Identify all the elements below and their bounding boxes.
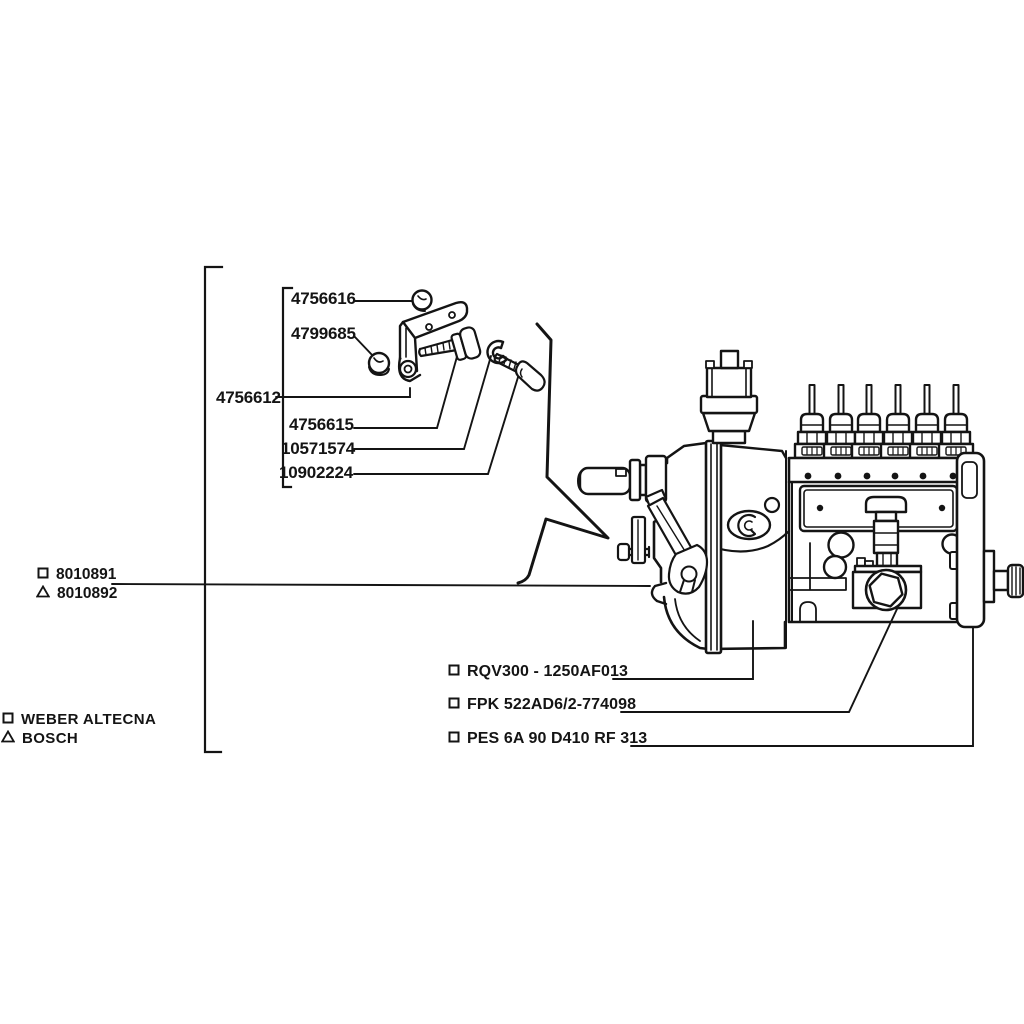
legend-weber-altecna: WEBER ALTECNA <box>2 712 156 727</box>
square-marker <box>448 697 460 713</box>
square-marker <box>448 731 460 747</box>
governor-housing <box>650 439 791 655</box>
part-number: 10571574 <box>281 439 356 458</box>
part-number: 4799685 <box>291 324 356 343</box>
spec-label-rqv300: RQV300 - 1250AF013 <box>448 664 628 680</box>
spec-code: PES 6A 90 D410 RF 313 <box>467 730 648 747</box>
feed-pump-tower <box>699 349 759 445</box>
part-number: 4756616 <box>291 289 356 308</box>
injection-pump-drawing <box>577 349 1024 655</box>
triangle-marker <box>0 729 16 746</box>
part-label-4756612: 4756612 <box>216 389 281 406</box>
part-label-10571574: 10571574 <box>281 440 355 457</box>
spec-code: FPK 522AD6/2-774098 <box>467 696 637 713</box>
leader-lines <box>111 300 974 747</box>
maker-name: WEBER ALTECNA <box>21 711 157 728</box>
part-number: 10902224 <box>279 463 354 482</box>
assembly-label-8010892: 8010892 <box>35 584 118 602</box>
bolt-10902224 <box>493 352 546 392</box>
mounting-bracket-parts-drawing <box>367 289 546 392</box>
washer-10571574 <box>486 339 509 365</box>
triangle-marker <box>35 584 51 602</box>
spec-label-pes: PES 6A 90 D410 RF 313 <box>448 731 647 747</box>
part-number: 8010892 <box>57 584 118 602</box>
part-label-4799685: 4799685 <box>291 325 356 342</box>
location-pointer-arrow <box>516 322 610 585</box>
nut-4799685 <box>367 351 391 376</box>
part-number: 4756612 <box>216 388 281 407</box>
end-plate-and-coupling <box>949 451 1024 629</box>
center-fitting <box>851 495 923 612</box>
assembly-label-8010891: 8010891 <box>37 567 116 583</box>
bracket-4756612 <box>397 300 469 383</box>
grouping-brackets <box>203 265 294 754</box>
nut-4756616 <box>411 289 433 312</box>
delivery-valves <box>793 383 975 460</box>
square-marker <box>2 712 14 727</box>
spec-code: RQV300 - 1250AF013 <box>467 663 629 680</box>
part-label-4756615: 4756615 <box>289 416 354 433</box>
spec-label-fpk: FPK 522AD6/2-774098 <box>448 697 636 713</box>
part-label-10902224: 10902224 <box>279 464 353 481</box>
square-marker <box>448 664 460 680</box>
part-number: 4756615 <box>289 415 354 434</box>
legend-bosch: BOSCH <box>0 729 79 747</box>
part-number: 8010891 <box>56 566 117 583</box>
part-label-4756616: 4756616 <box>291 290 356 307</box>
stop-lever <box>616 488 709 595</box>
maker-name: BOSCH <box>22 729 79 747</box>
bolt-4756615 <box>418 326 482 361</box>
square-marker <box>37 567 49 583</box>
